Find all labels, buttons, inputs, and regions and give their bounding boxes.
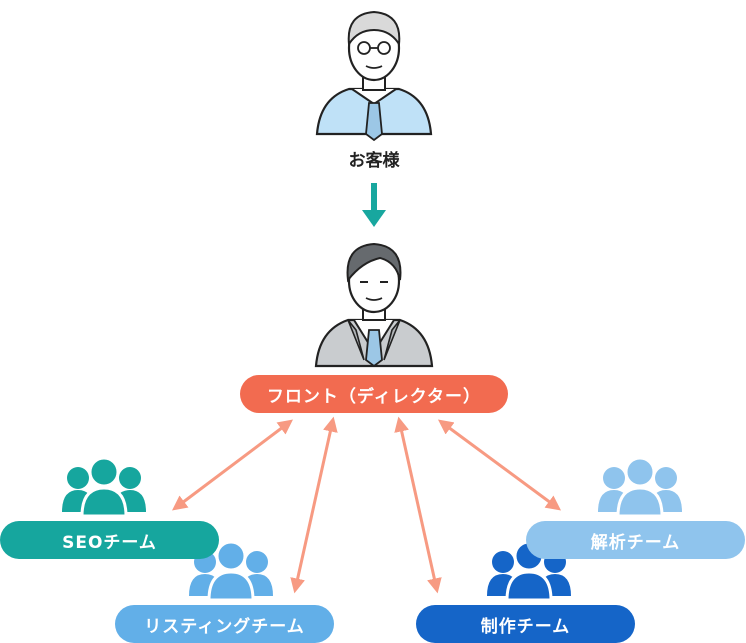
front-director-pill: フロント（ディレクター）: [240, 375, 508, 413]
analysis-team-icon: [598, 456, 682, 518]
seo-team-pill: SEOチーム: [0, 521, 219, 559]
arrow-production: [394, 416, 442, 594]
arrow-seo: [172, 419, 293, 511]
director-icon: [314, 242, 434, 368]
customer-label: お客様: [348, 151, 400, 171]
customer-icon: [315, 10, 433, 142]
link-arrows: [172, 416, 562, 594]
down-arrow: [362, 183, 386, 227]
seo-team-icon: [62, 456, 146, 518]
arrow-analysis: [437, 419, 562, 511]
arrow-listing: [290, 416, 338, 594]
production-team-icon: [487, 540, 571, 602]
listing-team-pill: リスティングチーム: [115, 605, 334, 643]
analysis-team-pill: 解析チーム: [526, 521, 745, 559]
production-team-pill: 制作チーム: [416, 605, 635, 643]
